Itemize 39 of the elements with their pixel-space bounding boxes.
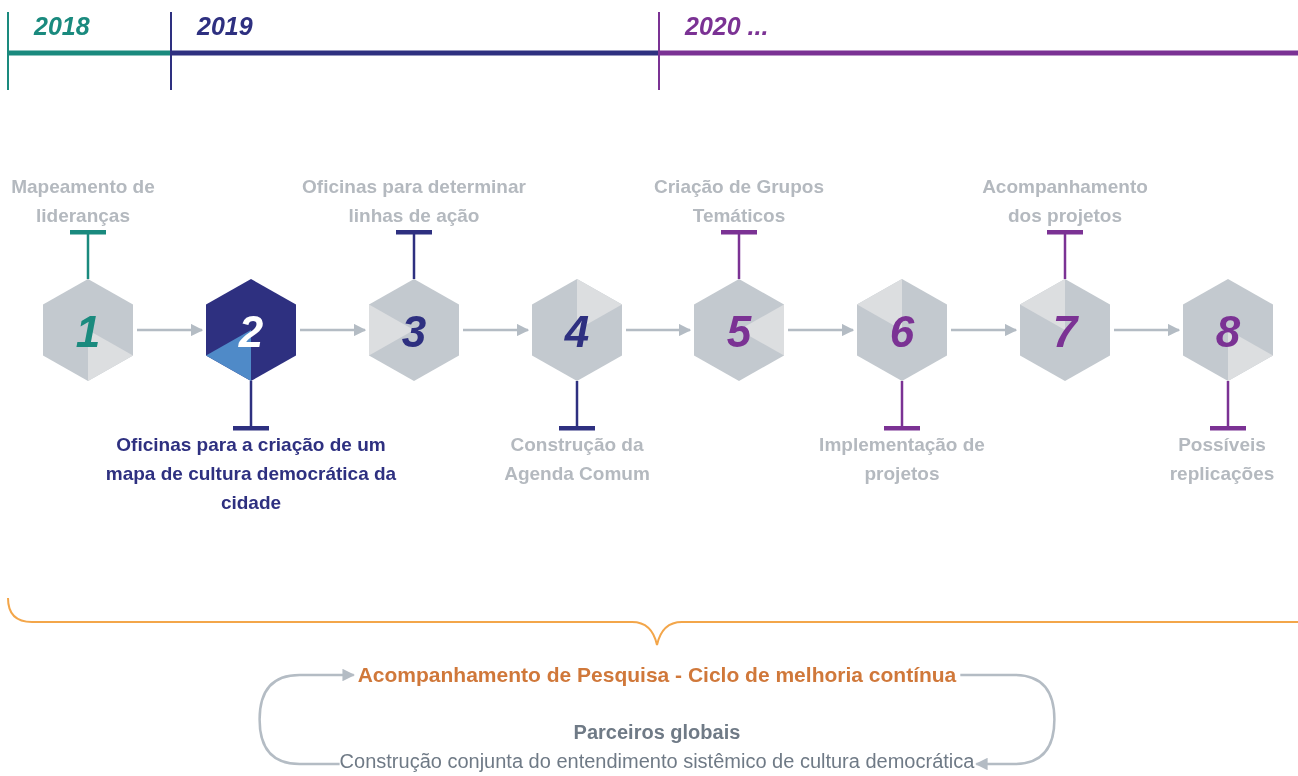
step-number: 3 [401,307,427,357]
step-caption: Implementação de projetos [817,430,987,488]
t-connector [559,381,595,431]
arrow [626,323,692,337]
arrow [1114,323,1181,337]
t-connector [884,381,920,431]
step-number: 4 [564,307,590,357]
step-caption: Acompanhamento dos projetos [965,172,1165,230]
t-connector [1210,381,1246,431]
cycle-heading: Acompanhamento de Pesquisa - Ciclo de melhoria contínua [357,660,957,689]
step-caption: Oficinas para a criação de um mapa de cultura democrática da cidade [91,430,411,517]
arrow [300,323,367,337]
step-caption: Mapeamento de lideranças [8,172,158,230]
step-number: 2 [238,307,264,357]
arrow [258,668,355,766]
subheading: Parceiros globais [572,720,742,745]
arrow [960,673,1056,771]
step-caption: Criação de Grupos Temáticos [639,172,839,230]
t-connector [70,229,106,279]
step-number: 1 [75,307,101,357]
description-text: Construção conjunta do entendimento sistêmico de cultura democrática [339,749,975,774]
t-connector [233,381,269,431]
arrow [463,323,530,337]
t-connector [721,229,757,279]
year-label: 2020 ... [685,12,769,41]
arrow [788,323,855,337]
step-number: 7 [1052,307,1078,357]
step-number: 6 [889,307,915,357]
step-caption: Oficinas para determinar linhas de ação [279,172,549,230]
step-caption: Possíveis replicações [1148,430,1296,488]
arrow [951,323,1018,337]
step-number: 8 [1215,307,1241,357]
year-label: 2018 [34,12,90,41]
year-label: 2019 [197,12,253,41]
t-connector [396,229,432,279]
step-caption: Construção da Agenda Comum [487,430,667,488]
t-connector [1047,229,1083,279]
step-number: 5 [726,307,752,357]
arrow [137,323,204,337]
